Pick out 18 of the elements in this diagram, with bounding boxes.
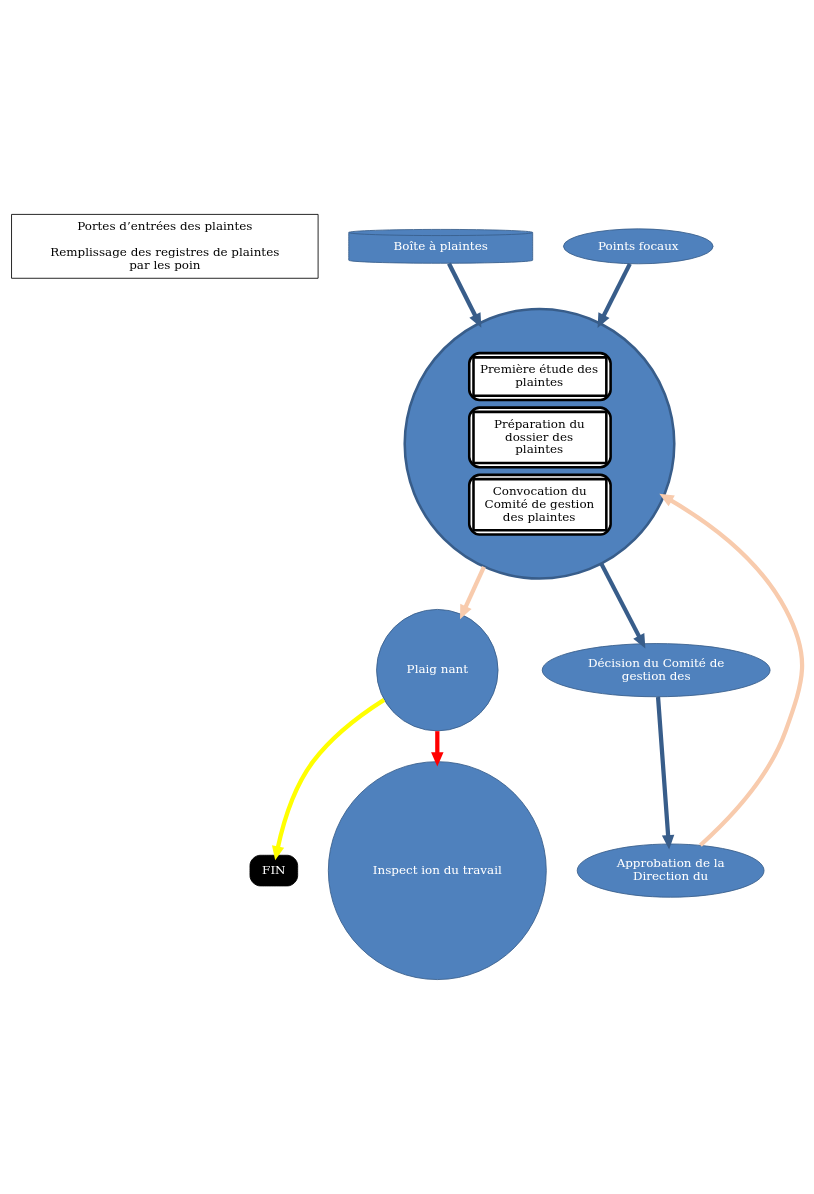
node-text: Préparation du dossier des plaintes [493,416,585,457]
node-ellipse: Approbation de la Direction du [576,843,765,898]
arrow [460,565,486,620]
arrow [599,562,646,649]
node-ellipse: Décision du Comité de gestion des [541,643,771,698]
node-ellipse: Points focaux [563,228,714,265]
node-circle: Plaig nant [376,608,499,732]
arrow [431,731,444,767]
node-circle: Inspect ion du travail [327,761,547,980]
node-box: FIN [249,854,299,887]
node-box: Portes d’entrées des plaintes Remplissage des registres de plaintes par les poin [11,214,319,279]
arrow [655,696,675,850]
node-text: Convocation du Comité de gestion des plaintes [484,484,595,524]
arrow [659,493,805,847]
arrow [597,262,632,328]
arrow [271,698,386,861]
node-text: Première étude des plaintes [479,362,599,390]
arrow [447,262,482,328]
